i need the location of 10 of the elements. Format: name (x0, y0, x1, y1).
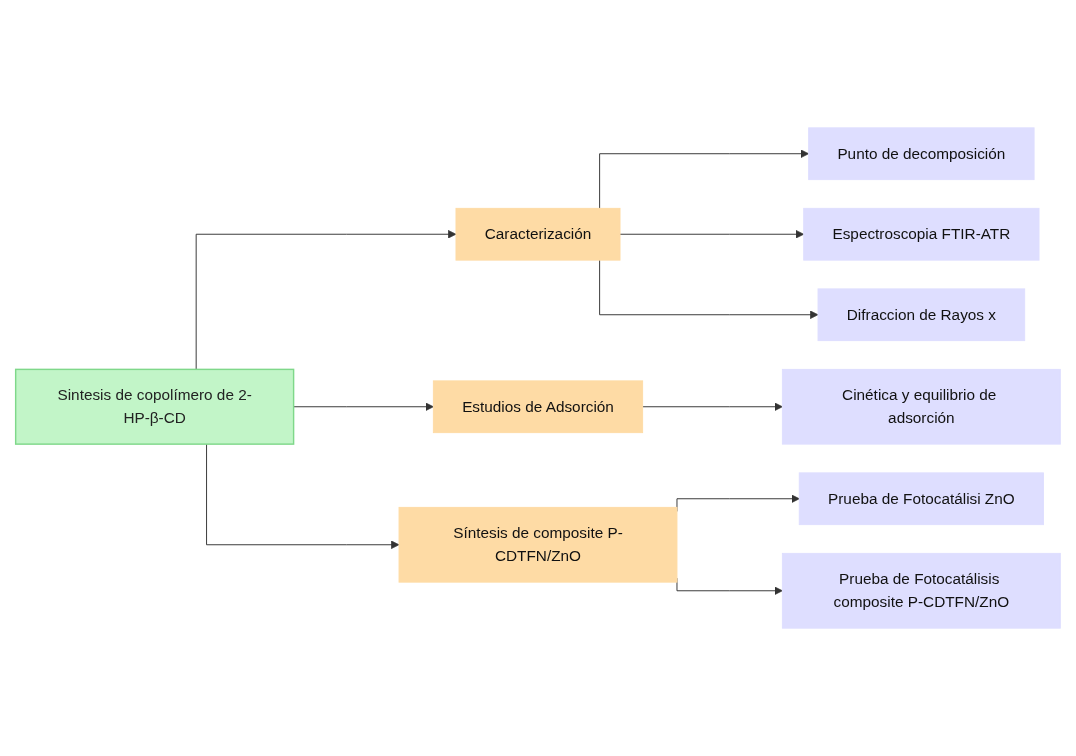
node-box: Síntesis de composite P-CDTFN/ZnO (398, 506, 678, 583)
node-box: Cinética y equilibrio de adsorción (781, 368, 1061, 445)
node-box: Caracterización (455, 207, 621, 261)
node-box: Sintesis de copolímero de 2-HP-β-CD (14, 368, 295, 445)
node-box: Punto de decomposición (808, 127, 1035, 181)
node-box: Estudios de Adsorción (432, 380, 644, 434)
node-box: Prueba de Fotocatálisi ZnO (798, 472, 1044, 526)
node-box: Prueba de Fotocatálisis composite P-CDTFN/ZnO (781, 552, 1061, 629)
node-box: Difraccion de Rayos x (817, 288, 1026, 342)
node-box: Espectroscopia FTIR-ATR (803, 207, 1040, 261)
